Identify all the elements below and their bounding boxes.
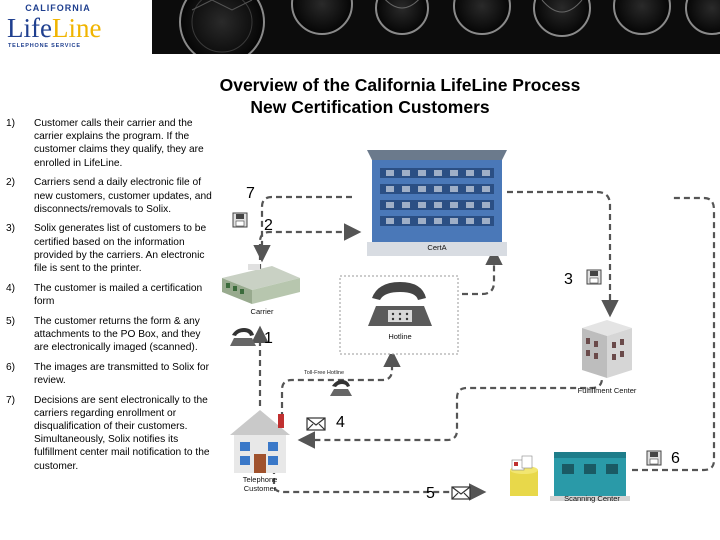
hotline-label: Hotline: [388, 332, 412, 341]
telephone-icon: [230, 328, 256, 346]
step-text: The customer returns the form & any atta…: [34, 315, 201, 354]
envelope-icon: [306, 417, 326, 431]
arrow-carrier-to-certa: [258, 223, 362, 270]
customer-label-line-2: Customer: [243, 484, 277, 493]
step-item: 5) The customer returns the form & any at…: [6, 315, 212, 355]
diagram-step-6: 6: [671, 450, 680, 467]
step-number: 2): [6, 177, 16, 189]
step-number: 6): [6, 361, 16, 373]
logo-top-text: CALIFORNIA: [25, 3, 91, 13]
certa-building-icon[interactable]: [367, 150, 507, 256]
step-number: 5): [6, 315, 16, 327]
scanning-center-icon[interactable]: [550, 452, 630, 501]
step-text: Solix generates list of customers to be …: [34, 223, 207, 275]
scanning-label: Scanning Center: [564, 494, 620, 503]
arrow-certa-to-carrier: [253, 195, 352, 263]
diagram-step-5: 5: [426, 485, 435, 502]
step-item: 3) Solix generates list of customers to b…: [6, 222, 212, 275]
customer-label: Telephone Customer: [230, 475, 290, 493]
page-title: Overview of the California LifeLine Proc…: [150, 74, 650, 118]
customer-label-line-1: Telephone: [242, 475, 278, 484]
mail-scanner-icon: [510, 455, 538, 496]
process-steps-list: 1) Customer calls their carrier and the c…: [6, 117, 212, 479]
step-number: 7): [6, 394, 16, 406]
arrow-certa-to-fulfillment: [507, 190, 619, 318]
arrow-fulfillment-to-customer: [297, 370, 604, 449]
arrow-customer-to-scanning: [272, 468, 487, 501]
step-text: The customer is mailed a certification f…: [34, 282, 203, 307]
fulfillment-building-icon[interactable]: [582, 320, 632, 378]
step-item: 4) The customer is mailed a certification…: [6, 282, 212, 308]
certa-label: CertA: [427, 243, 447, 252]
logo-life: Life: [7, 13, 52, 43]
step-item: 2) Carriers send a daily electronic file …: [6, 176, 212, 216]
arrow-hotline-to-certa: [462, 247, 503, 296]
logo-wordmark: LifeLine: [7, 15, 101, 42]
logo-line: Line: [51, 13, 102, 43]
title-line-2: New Certification Customers: [250, 97, 490, 117]
step-text: The images are transmitted to Solix for …: [34, 361, 209, 386]
step-item: 6) The images are transmitted to Solix fo…: [6, 361, 212, 387]
step-number: 4): [6, 282, 16, 294]
telephone-icon: [330, 380, 352, 396]
california-lifeline-logo[interactable]: CALIFORNIA LifeLine TELEPHONE SERVICE: [0, 0, 152, 54]
fulfillment-label: Fulfillment Center: [577, 386, 637, 395]
flow-arrows: [251, 190, 716, 501]
hotline-phone-icon[interactable]: [368, 282, 432, 326]
header-banner: CALIFORNIA LifeLine TELEPHONE SERVICE: [0, 0, 720, 54]
floppy-disk-icon: [646, 450, 662, 466]
diagram-step-1: 1: [264, 330, 273, 347]
arrow-scanning-to-certa: [632, 196, 716, 472]
step-item: 7) Decisions are sent electronically to t…: [6, 394, 212, 473]
banner-globes-graphic: [152, 0, 720, 54]
diagram-step-7: 7: [246, 185, 255, 202]
arrow-customer-to-hotline: [280, 349, 401, 418]
envelope-icon: [451, 486, 471, 500]
process-flow-diagram: CertA Carrier Hotline Fulfillment Center…: [212, 130, 720, 540]
floppy-disk-icon: [586, 269, 602, 285]
step-text: Decisions are sent electronically to the…: [34, 394, 210, 472]
diagram-step-4: 4: [336, 414, 345, 431]
floppy-disk-icon: [232, 212, 248, 228]
step-text: Customer calls their carrier and the car…: [34, 118, 204, 169]
toll-free-label: Toll-Free Hotline: [304, 370, 345, 376]
step-number: 1): [6, 118, 16, 129]
step-item: 1) Customer calls their carrier and the c…: [6, 117, 212, 170]
carrier-building-icon[interactable]: [222, 264, 300, 304]
diagram-graphics: [222, 150, 716, 501]
customer-house-icon[interactable]: [230, 410, 290, 473]
diagram-step-2: 2: [264, 217, 273, 234]
diagram-step-3: 3: [564, 271, 573, 288]
step-number: 3): [6, 223, 16, 235]
step-text: Carriers send a daily electronic file of…: [34, 177, 212, 215]
title-line-1: Overview of the California LifeLine Proc…: [219, 75, 581, 95]
carrier-label: Carrier: [250, 307, 274, 316]
logo-subtitle: TELEPHONE SERVICE: [8, 43, 81, 49]
